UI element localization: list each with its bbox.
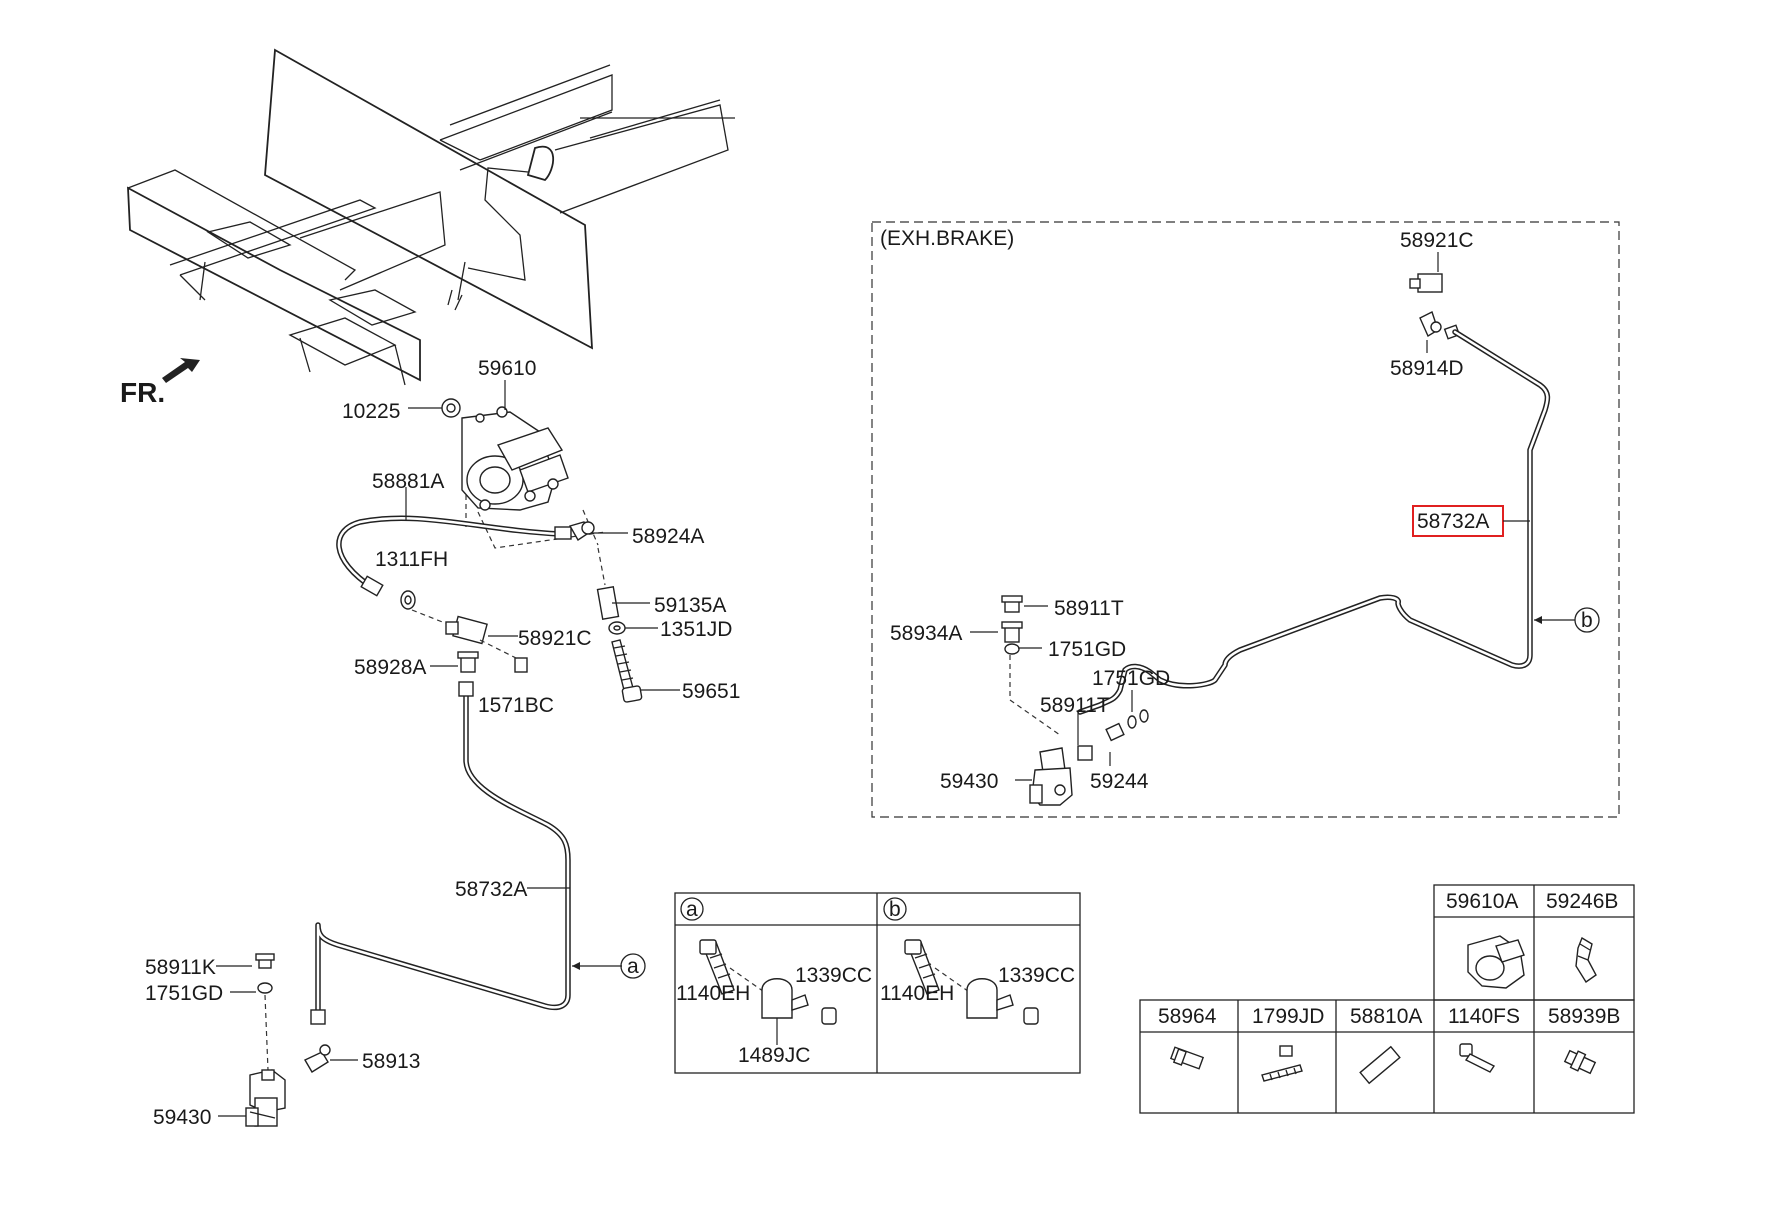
label-1751GD-1: 1751GD <box>1048 638 1126 661</box>
label-10225: 10225 <box>342 400 400 423</box>
label-59651: 59651 <box>682 680 740 703</box>
label-1751GD-2: 1751GD <box>1092 667 1170 690</box>
thumb-1140FS <box>1459 1043 1496 1073</box>
table-header-58939B: 58939B <box>1548 1005 1620 1028</box>
leader-lines-main <box>216 380 680 1117</box>
callout-a-letter: a <box>627 955 639 978</box>
front-direction-indicator: FR. <box>120 358 200 408</box>
label-59610: 59610 <box>478 357 536 380</box>
label-58913: 58913 <box>362 1050 420 1073</box>
label-1351JD: 1351JD <box>660 618 732 641</box>
exhaust-brake-valve-assembly <box>441 398 606 549</box>
label-58911T-2: 58911T <box>1040 694 1110 717</box>
label-58911K: 58911K <box>145 956 216 979</box>
thumb-59610A <box>1467 935 1525 989</box>
table-header-1799JD: 1799JD <box>1252 1005 1324 1028</box>
label-1339CC-b: 1339CC <box>998 964 1075 987</box>
label-58881A: 58881A <box>372 470 444 493</box>
label-1489JC: 1489JC <box>738 1044 810 1067</box>
leader-lines-exh <box>970 252 1530 781</box>
label-58914D: 58914D <box>1390 357 1464 380</box>
connector-hardware-group <box>400 547 643 703</box>
fr-label: FR. <box>120 377 165 408</box>
part-labels-exh: 58921C 58914D 58732A 58911T 58934A 1751G… <box>890 229 1489 793</box>
table-header-b: b <box>889 898 901 921</box>
label-59135A: 59135A <box>654 594 726 617</box>
nut-10225 <box>441 398 461 418</box>
clip-detail-table: a b 1140EH 1339CC 1489JC 1140EH <box>674 892 1081 1074</box>
label-58911T-1: 58911T <box>1054 597 1124 620</box>
callout-b-letter: b <box>1581 609 1593 632</box>
label-1311FH: 1311FH <box>375 548 448 571</box>
label-58732A-exh: 58732A <box>1417 510 1489 533</box>
table-header-58810A: 58810A <box>1350 1005 1422 1028</box>
label-58921C-exh: 58921C <box>1400 229 1474 252</box>
label-1339CC-a: 1339CC <box>795 964 872 987</box>
label-58921C-main: 58921C <box>518 627 592 650</box>
table-header-a: a <box>686 898 698 921</box>
table-header-1140FS: 1140FS <box>1448 1005 1520 1028</box>
label-1571BC: 1571BC <box>478 694 554 717</box>
label-58928A: 58928A <box>354 656 426 679</box>
label-1140EH-a: 1140EH <box>676 982 750 1005</box>
thumb-58810A <box>1359 1045 1401 1085</box>
label-1140EH-b: 1140EH <box>880 982 954 1005</box>
table-header-58964: 58964 <box>1158 1005 1217 1028</box>
brake-pipe-58732A-main <box>310 681 571 1025</box>
label-58934A: 58934A <box>890 622 962 645</box>
chassis-frame-illustration <box>127 48 735 386</box>
detail-b-parts: 1140EH 1339CC <box>880 939 1075 1025</box>
loose-parts-table: 59610A 59246B 58964 1799JD 58810A 1140FS… <box>1139 884 1635 1114</box>
thumb-1799JD <box>1261 1045 1303 1082</box>
label-59430-main: 59430 <box>153 1106 211 1129</box>
label-1751GD-main: 1751GD <box>145 982 223 1005</box>
detail-a-parts: 1140EH 1339CC 1489JC <box>676 939 872 1067</box>
callout-b: b <box>1534 607 1600 633</box>
table-header-59610A: 59610A <box>1446 890 1518 913</box>
label-59244: 59244 <box>1090 770 1149 793</box>
label-58732A-main: 58732A <box>455 878 527 901</box>
thumb-58964 <box>1169 1046 1205 1070</box>
exh-brake-detail-box: (EXH.BRAKE) <box>871 221 1620 818</box>
exh-brake-title: (EXH.BRAKE) <box>880 227 1014 250</box>
flexible-hose-58881A <box>336 515 595 597</box>
label-58924A: 58924A <box>632 525 704 548</box>
table-header-59246B: 59246B <box>1546 890 1618 913</box>
callout-a: a <box>572 953 646 979</box>
solenoid-valve-59430-main <box>245 953 331 1127</box>
label-59430-exh: 59430 <box>940 770 998 793</box>
thumb-58939B <box>1563 1049 1597 1075</box>
thumb-59246B <box>1575 936 1597 983</box>
part-labels-main: 59610 10225 58881A 58924A 1311FH 59135A … <box>145 357 740 1129</box>
